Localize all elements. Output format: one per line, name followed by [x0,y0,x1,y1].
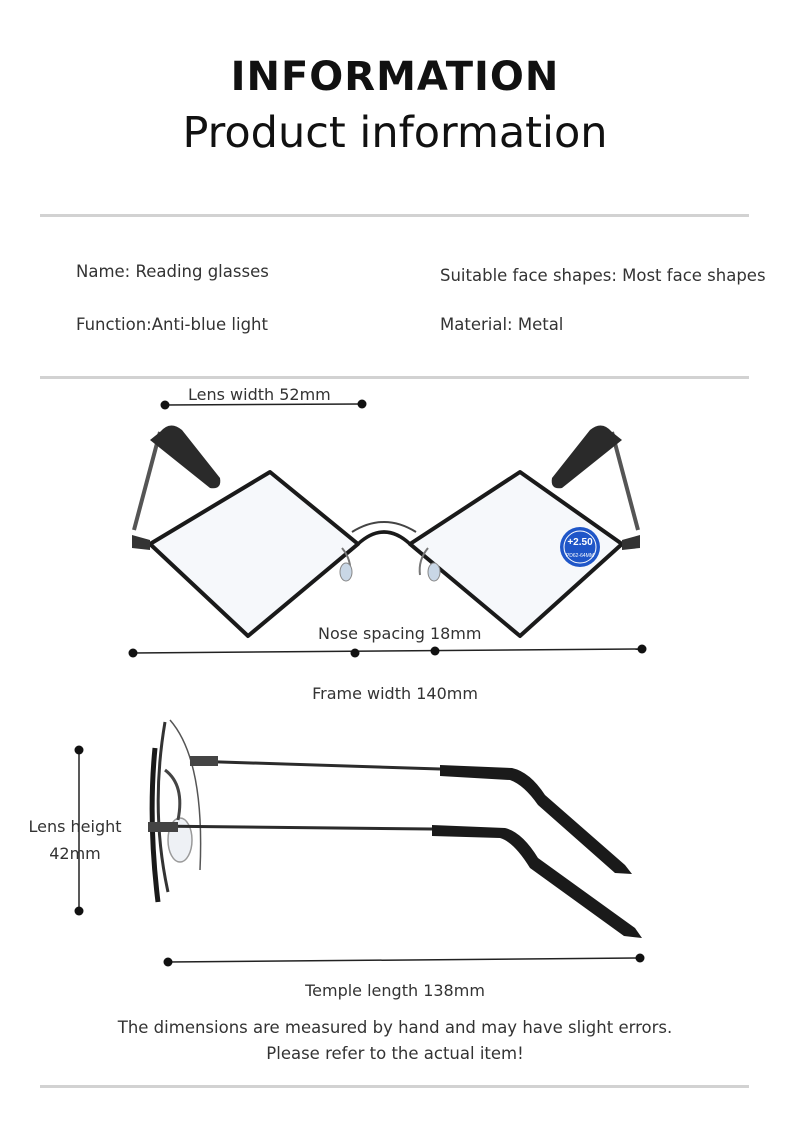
spec-face-shapes: Suitable face shapes: Most face shapes [440,266,766,285]
spec-material: Material: Metal [440,315,564,334]
left-lens [132,470,360,638]
glasses-side-view [74,719,645,967]
divider-top [40,214,749,217]
disclaimer-line-1: The dimensions are measured by hand and … [117,1018,673,1037]
lens-sticker: +2.50 PD62-64MM [560,527,600,567]
right-lens [408,470,640,638]
front-temples [132,425,640,531]
lens-width-measure [160,399,367,410]
lens-height-label: Lens height [28,817,122,836]
nose-spacing-label: Nose spacing 18mm [318,624,482,643]
page-subtitle: Product information [182,108,608,158]
frame-width-measure [128,644,647,658]
temple-length-label: Temple length 138mm [305,981,485,1000]
lens-height-value: 42mm [49,844,101,863]
page-title: INFORMATION [230,54,560,100]
sticker-text: PD62-64MM [566,553,594,559]
divider-bottom [40,1085,749,1088]
divider-middle [40,376,749,379]
nose-bridge [356,530,412,546]
spec-function: Function:Anti-blue light [76,315,268,334]
lens-width-label: Lens width 52mm [188,385,331,404]
frame-width-label: Frame width 140mm [312,684,478,703]
disclaimer-line-2: Please refer to the actual item! [266,1044,524,1063]
spec-name: Name: Reading glasses [76,262,269,281]
sticker-power: +2.50 [567,537,593,548]
